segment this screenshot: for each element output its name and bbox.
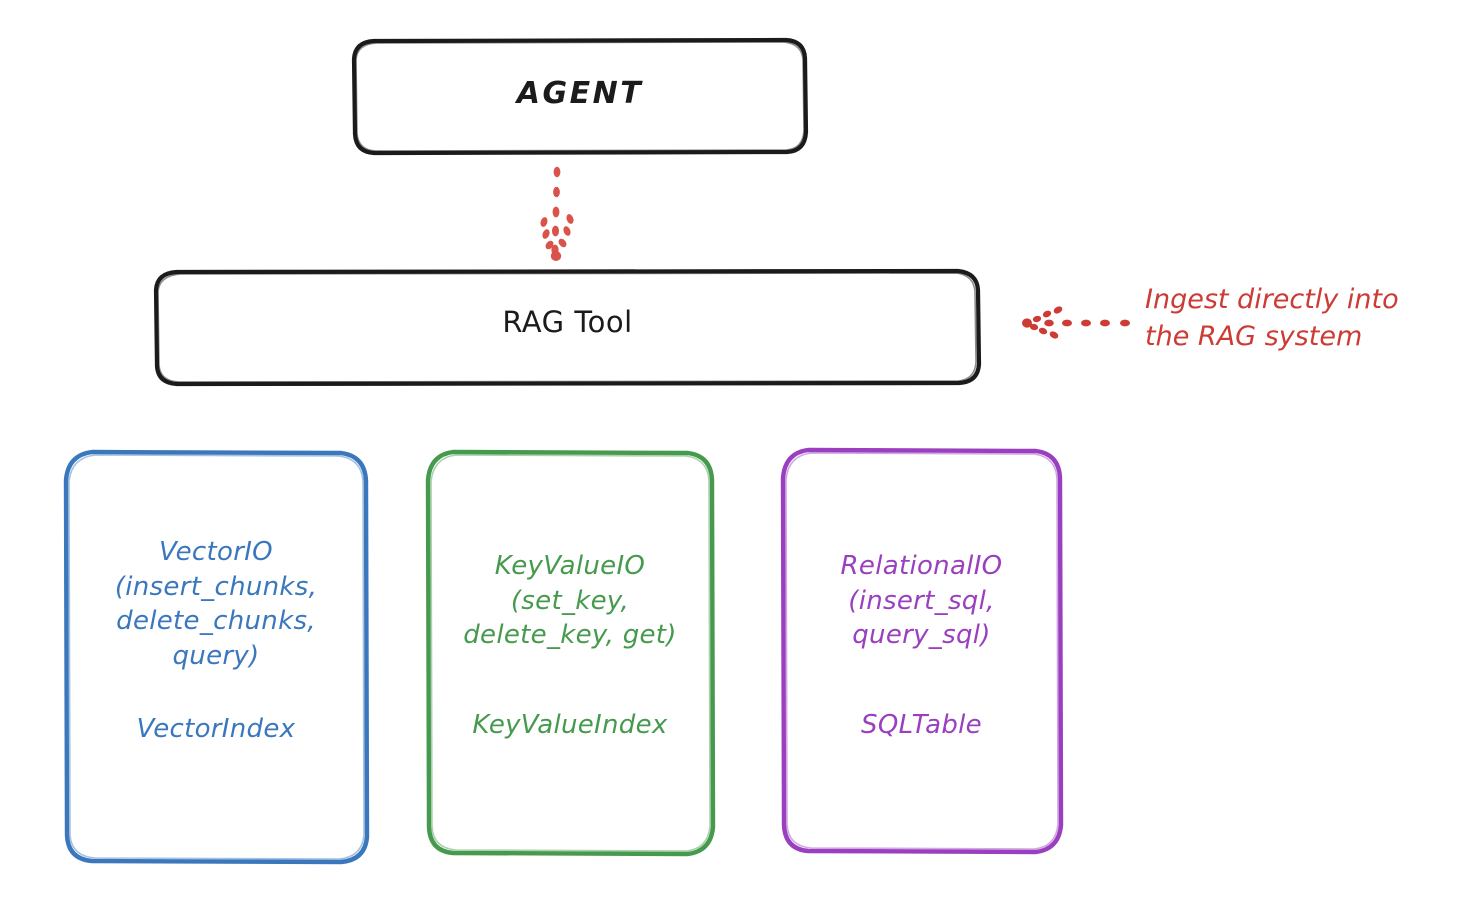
rag-tool-box-outline xyxy=(153,268,982,387)
key-value-io-box-outline-sketch xyxy=(430,454,711,852)
relational-io-index-label: SQLTable xyxy=(861,710,982,740)
relational-io-api-label: RelationalIO (insert_sql, query_sql) xyxy=(840,551,1003,651)
key-value-io-api-label: KeyValueIO (set_key, delete_key, get) xyxy=(463,551,677,651)
rag-tool-box-outline-sketch xyxy=(157,272,977,383)
relational-io-box-outline xyxy=(780,447,1064,855)
agent-node[interactable] xyxy=(351,37,809,156)
agent-box-outline xyxy=(351,37,809,156)
ingest-arrow-icon xyxy=(1022,306,1130,339)
relational-io-box-outline-sketch xyxy=(785,452,1059,850)
agent-to-rag-tool-arrow-icon xyxy=(540,166,574,261)
relational-io-node[interactable] xyxy=(780,447,1064,855)
key-value-io-index-label: KeyValueIndex xyxy=(472,710,668,740)
key-value-io-box-outline xyxy=(425,449,716,857)
rag-tool-node[interactable] xyxy=(153,268,982,387)
agent-box-outline-sketch xyxy=(355,41,805,152)
vector-io-api-label: VectorIO (insert_chunks, delete_chunks, … xyxy=(114,537,318,671)
vector-io-box-outline-sketch xyxy=(68,454,365,860)
vector-io-index-label: VectorIndex xyxy=(136,714,296,744)
vector-io-box-outline xyxy=(63,449,370,865)
key-value-io-node[interactable] xyxy=(425,449,716,857)
vector-io-node[interactable] xyxy=(63,449,370,865)
